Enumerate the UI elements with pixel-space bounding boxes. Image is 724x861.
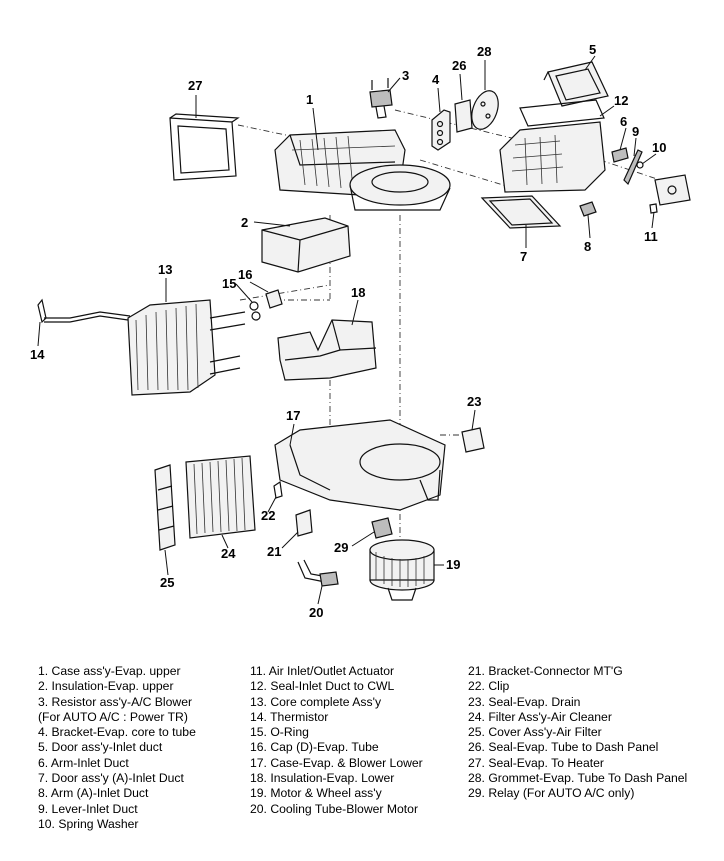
part-24-filter-air-cleaner: [185, 455, 256, 539]
legend-item: 21. Bracket-Connector MT'G: [468, 664, 623, 678]
legend-item: 2. Insulation-Evap. upper: [38, 679, 174, 694]
legend-item: 9. Lever-Inlet Duct: [38, 801, 138, 816]
callout-2: 2: [241, 215, 248, 230]
legend-item: 25. Cover Ass'y-Air Filter: [468, 725, 602, 740]
part-25-cover-air-filter: [154, 464, 176, 551]
legend-column-2: 11. Air Inlet/Outlet Actuator 12. Seal-I…: [250, 664, 423, 817]
legend-item: 29. Relay (For AUTO A/C only): [468, 786, 635, 801]
part-14-thermistor: [37, 298, 131, 324]
callout-11: 11: [644, 229, 658, 244]
legend-item: 10. Spring Washer: [38, 816, 139, 831]
part-5-door-inlet-duct: [543, 61, 609, 107]
part-10-spring-washer: [636, 161, 644, 169]
callout-6: 6: [620, 114, 627, 129]
callout-26: 26: [452, 58, 466, 73]
legend-item: 12. Seal-Inlet Duct to CWL: [250, 679, 395, 694]
legend-item: 16. Cap (D)-Evap. Tube: [250, 740, 379, 755]
legend-column-1: 1. Case ass'y-Evap. upper 2. Insulation-…: [38, 664, 196, 832]
part-1-case-evap-upper: [274, 129, 451, 211]
legend-item: 24. Filter Ass'y-Air Cleaner: [468, 709, 612, 724]
part-21-bracket-connector: [295, 509, 313, 537]
callout-22: 22: [261, 508, 275, 523]
callout-numbers: 1 2 3 4 5 6 7 8 9 10 11 12 13 14 15 16 1…: [30, 42, 666, 620]
part-17-case-evap-blower-lower: [274, 419, 446, 511]
part-6-arm-inlet-duct: [611, 147, 629, 163]
legend-column-3: 21. Bracket-Connector MT'G 22. Clip 23. …: [468, 664, 687, 802]
callout-1: 1: [306, 92, 313, 107]
callout-16: 16: [238, 267, 252, 282]
callout-19: 19: [446, 557, 460, 572]
legend-item: 1. Case ass'y-Evap. upper: [38, 664, 181, 678]
part-7-door-a: [480, 195, 562, 229]
part-28-grommet: [471, 90, 499, 130]
callout-3: 3: [402, 68, 409, 83]
exploded-view-diagram: 1 2 3 4 5 6 7 8 9 10 11 12 13 14 15 16 1…: [30, 42, 691, 620]
legend-item: 3. Resistor ass'y-A/C Blower: [38, 694, 193, 709]
part-3-resistor-assy: [369, 78, 393, 119]
part-18-insulation-lower: [277, 319, 377, 381]
callout-5: 5: [589, 42, 596, 57]
legend-item: 15. O-Ring: [250, 725, 309, 740]
callout-23: 23: [467, 394, 481, 409]
part-22-clip: [273, 480, 283, 499]
part-8-arm-a: [579, 201, 597, 217]
callout-7: 7: [520, 249, 527, 264]
part-11-actuator: [649, 174, 691, 214]
part-23-seal-evap-drain: [461, 427, 485, 453]
part-4-bracket-evap-core: [431, 109, 451, 151]
legend-item: 5. Door ass'y-Inlet duct: [38, 740, 163, 755]
callout-10: 10: [652, 140, 666, 155]
legend-item: 27. Seal-Evap. To Heater: [468, 755, 604, 770]
legend-item: 14. Thermistor: [250, 709, 329, 724]
callout-18: 18: [351, 285, 365, 300]
part-26-seal-evap-tube: [454, 99, 473, 133]
callout-20: 20: [309, 605, 323, 620]
part-27-seal-evap-to-heater: [169, 113, 240, 181]
legend-item: 18. Insulation-Evap. Lower: [250, 771, 395, 786]
callout-25: 25: [160, 575, 174, 590]
callout-29: 29: [334, 540, 348, 555]
inlet-duct-housing: [499, 121, 606, 193]
legend-item: 8. Arm (A)-Inlet Duct: [38, 786, 149, 801]
callout-24: 24: [221, 546, 236, 561]
callout-4: 4: [432, 72, 440, 87]
part-13-core-complete: [127, 299, 246, 396]
part-9-lever-inlet-duct: [623, 149, 643, 186]
legend-item: 26. Seal-Evap. Tube to Dash Panel: [468, 740, 659, 755]
callout-14: 14: [30, 347, 45, 362]
legend-item: 4. Bracket-Evap. core to tube: [38, 725, 196, 740]
legend-item: 19. Motor & Wheel ass'y: [250, 786, 382, 801]
legend-item: 20. Cooling Tube-Blower Motor: [250, 801, 418, 816]
part-16-cap-evap-tube: [265, 289, 283, 309]
callout-21: 21: [267, 544, 281, 559]
callout-27: 27: [188, 78, 202, 93]
part-20-cooling-tube: [297, 559, 339, 587]
callout-28: 28: [477, 44, 491, 59]
parts-legend: 1. Case ass'y-Evap. upper 2. Insulation-…: [0, 664, 724, 844]
callout-9: 9: [632, 124, 639, 139]
callout-17: 17: [286, 408, 300, 423]
legend-item: 7. Door ass'y (A)-Inlet Duct: [38, 771, 184, 786]
legend-item: 23. Seal-Evap. Drain: [468, 694, 581, 709]
legend-item: 6. Arm-Inlet Duct: [38, 755, 129, 770]
callout-12: 12: [614, 93, 628, 108]
part-29-relay: [371, 517, 393, 539]
part-2-insulation-upper: [261, 217, 351, 273]
callout-15: 15: [222, 276, 236, 291]
part-12-seal-inlet-duct: [519, 99, 605, 127]
part-19-motor-wheel: [369, 539, 435, 601]
callout-8: 8: [584, 239, 591, 254]
legend-item: 11. Air Inlet/Outlet Actuator: [250, 664, 395, 678]
legend-item: 28. Grommet-Evap. Tube To Dash Panel: [468, 771, 688, 786]
legend-item: 13. Core complete Ass'y: [250, 694, 382, 709]
legend-item: 22. Clip: [468, 679, 510, 694]
callout-13: 13: [158, 262, 172, 277]
part-15-o-ring: [249, 301, 261, 321]
legend-item: (For AUTO A/C : Power TR): [38, 709, 188, 724]
leader-lines: [37, 55, 657, 605]
legend-item: 17. Case-Evap. & Blower Lower: [250, 755, 423, 770]
